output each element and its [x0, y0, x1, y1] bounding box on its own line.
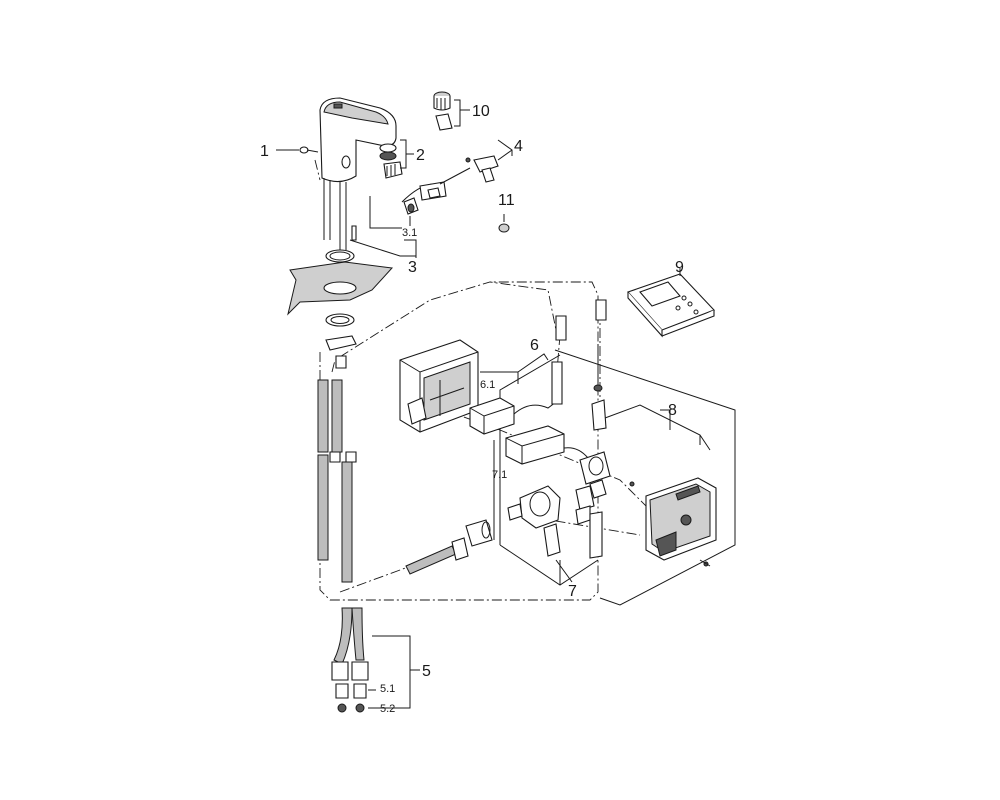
- callout-5: 5: [422, 663, 431, 680]
- supply-hoses: [317, 379, 369, 681]
- callout-5-1: 5.1: [380, 683, 395, 695]
- part-6-control-unit: 6 6.1: [399, 299, 607, 465]
- part-2-aerator: 2: [379, 139, 425, 179]
- part-9-remote: 9: [627, 259, 715, 338]
- callout-3-1: 3.1: [402, 227, 417, 239]
- water-drop-icon: [680, 514, 692, 526]
- part-1-screw: 1: [260, 143, 319, 160]
- faucet-body: [319, 97, 397, 250]
- callout-7-1: 7.1: [492, 469, 507, 481]
- part-7-valves: 7.1 7: [492, 440, 611, 600]
- callout-5-2: 5.2: [380, 703, 395, 715]
- callout-2: 2: [416, 147, 425, 164]
- supply-hose-connector: [405, 519, 493, 575]
- callout-8: 8: [668, 402, 677, 419]
- callout-11: 11: [498, 192, 515, 209]
- callout-6: 6: [530, 337, 539, 354]
- callout-9: 9: [675, 259, 684, 276]
- callout-6-1: 6.1: [480, 379, 495, 391]
- callout-3: 3: [408, 259, 417, 276]
- part-5-hose-set: 5 5.1 5.2: [335, 635, 431, 715]
- callout-7: 7: [568, 583, 577, 600]
- callout-10: 10: [472, 103, 490, 120]
- mounting-set: [287, 249, 394, 369]
- part-3-connector: 3.1 3: [349, 181, 447, 276]
- faucet-logo-icon: [333, 103, 343, 109]
- part-11-screw: 11: [498, 192, 515, 233]
- remote-display-icon: [639, 281, 681, 307]
- callout-1: 1: [260, 143, 269, 160]
- part-8-cover: 8: [629, 402, 717, 567]
- callout-4: 4: [514, 138, 523, 155]
- group-frames: [499, 349, 736, 606]
- part-10-filter: 10: [433, 91, 490, 131]
- part-4-stop-lever: 4: [439, 138, 523, 185]
